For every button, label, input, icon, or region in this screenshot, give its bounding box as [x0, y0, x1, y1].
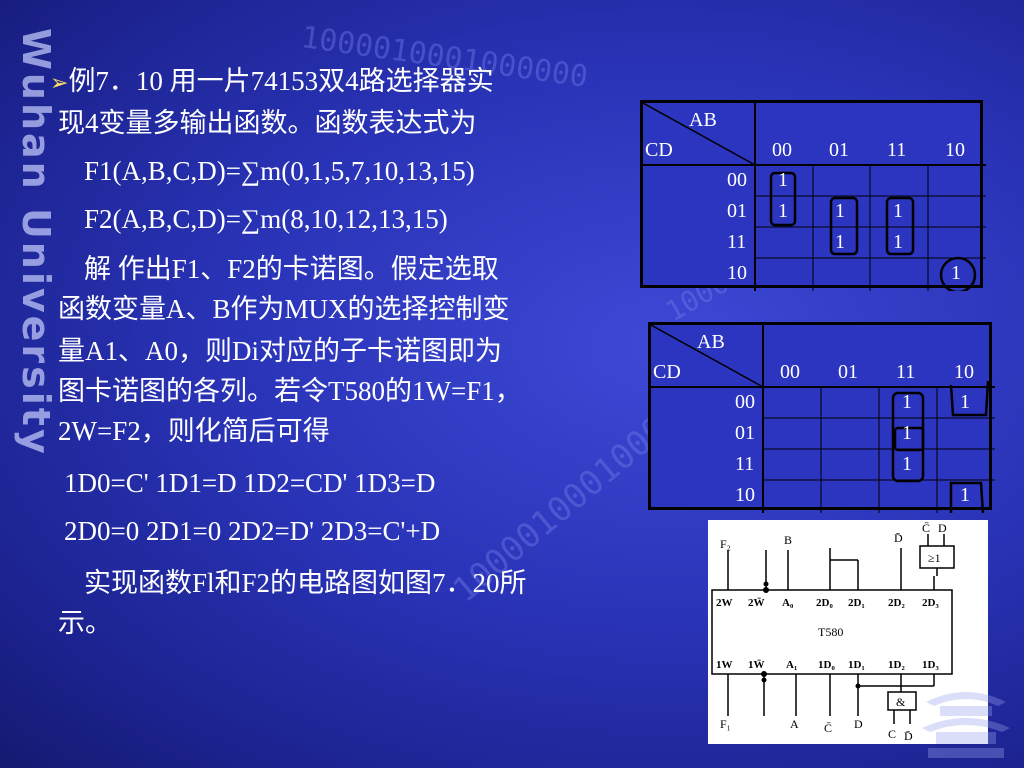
group-loop	[829, 196, 859, 256]
final-line-1: 实现函数Fl和F2的电路图如图7．20所	[84, 568, 527, 598]
equations-1: 1D0=C' 1D1=D 1D2=CD' 1D3=D	[64, 468, 436, 498]
kmap-col-header: 01	[838, 361, 858, 383]
and-gate-symbol: &	[896, 695, 906, 709]
pin-1w-bar: 1W̄	[748, 659, 765, 671]
solution-line-4: 图卡诺图的各列。若令T580的1W=F1，	[58, 376, 522, 406]
kmap-col-header: 01	[829, 139, 849, 161]
kmap-col-header: 11	[896, 361, 916, 383]
and-gate	[887, 691, 917, 711]
kmap-row-header: 10	[727, 262, 747, 284]
solution-line-2: 函数变量A、B作为MUX的选择控制变	[58, 294, 510, 324]
kmap-cell-value: 1	[778, 169, 788, 191]
label-d-top: D	[938, 521, 947, 535]
label-c-bar-top: C̄	[922, 521, 930, 535]
kmap-f1-row-var: AB	[689, 109, 717, 131]
kmap-cell-value: 1	[960, 391, 970, 413]
pin-2w-bar: 2W̄	[748, 597, 765, 609]
kmap-cell-value: 1	[902, 453, 912, 475]
text-line-2: 现4变量多输出函数。函数表达式为	[58, 108, 477, 138]
kmap-cell-value: 1	[960, 484, 970, 506]
kmap-col-header: 11	[887, 139, 907, 161]
pagoda-decoration-icon	[922, 692, 1010, 758]
label-d-bar-top: D̄	[894, 531, 903, 545]
pin-2w: 2W	[716, 597, 733, 609]
pin-2d3: 2D₃	[922, 597, 939, 609]
kmap-row-header: 10	[735, 484, 755, 506]
kmap-cell-value: 1	[951, 262, 961, 284]
kmap-cell-value: 1	[835, 231, 845, 253]
t580-chip	[711, 589, 953, 675]
solution-line-5: 2W=F2，则化简后可得	[58, 416, 330, 446]
kmap-row-header: 11	[735, 453, 755, 475]
pin-a1: A₁	[786, 659, 797, 671]
label-d-bar-bot: D̄	[904, 729, 913, 743]
pin-1d3: 1D₃	[922, 659, 939, 671]
pin-1d0: 1D₀	[818, 659, 835, 671]
pin-2d1: 2D₁	[848, 597, 865, 609]
kmap-cell-value: 1	[835, 200, 845, 222]
kmap-row-header: 01	[735, 422, 755, 444]
label-c-bot: C	[888, 727, 896, 741]
kmap-col-header: 10	[945, 139, 965, 161]
function-f2: F2(A,B,C,D)=∑m(8,10,12,13,15)	[84, 204, 448, 234]
solution-line-3: 量A1、A0，则Di对应的子卡诺图即为	[58, 336, 502, 366]
group-loop	[949, 481, 985, 513]
kmap-cell-value: 1	[778, 200, 788, 222]
kmap-f1-col-var: CD	[645, 139, 673, 161]
label-f2: F₂	[720, 537, 731, 551]
function-f1: F1(A,B,C,D)=∑m(0,1,5,7,10,13,15)	[84, 156, 475, 186]
university-side-title: Wuhan University	[14, 28, 58, 457]
kmap-row-header: 00	[727, 169, 747, 191]
group-loop	[885, 196, 915, 256]
kmap-row-header: 11	[727, 231, 747, 253]
pin-1d2: 1D₂	[888, 659, 905, 671]
pin-2d0: 2D₀	[816, 597, 833, 609]
group-loop	[893, 426, 925, 452]
group-loop	[769, 171, 797, 227]
kmap-col-header: 00	[780, 361, 800, 383]
circuit-diagram: T580 2W 2W̄ A₀ 2D₀ 2D₁ 2D₂ 2D₃ 1W 1W̄ A₁…	[708, 520, 988, 744]
group-loop	[939, 256, 977, 291]
kmap-f2-grid	[651, 325, 995, 513]
kmap-cell-value: 1	[893, 231, 903, 253]
kmap-cell-value: 1	[902, 422, 912, 444]
label-b: B	[784, 533, 792, 547]
kmap-col-header: 10	[954, 361, 974, 383]
bullet-icon: ➢	[50, 70, 69, 95]
kmap-f1-grid	[643, 103, 986, 291]
pin-2d2: 2D₂	[888, 597, 905, 609]
equations-2: 2D0=0 2D1=0 2D2=D' 2D3=C'+D	[64, 516, 441, 546]
group-loop	[949, 380, 990, 417]
pin-1w: 1W	[716, 659, 733, 671]
kmap-cell-value: 1	[893, 200, 903, 222]
kmap-cell-value: 1	[902, 391, 912, 413]
kmap-f2-col-var: CD	[653, 361, 681, 383]
solution-line-1: 解 作出F1、F2的卡诺图。假定选取	[84, 254, 499, 284]
pin-1d1: 1D₁	[848, 659, 865, 671]
text-line-1: ➢例7．10 用一片74153双4路选择器实	[50, 66, 494, 96]
kmap-row-header: 00	[735, 391, 755, 413]
kmap-col-header: 00	[772, 139, 792, 161]
kmap-row-header: 01	[727, 200, 747, 222]
label-f1: F₁	[720, 717, 731, 731]
label-c-bar-bot: C̄	[824, 721, 832, 735]
label-a: A	[790, 717, 799, 731]
or-gate-symbol: ≥1	[928, 551, 941, 565]
label-d-bot: D	[854, 717, 863, 731]
circuit-drawing: T580 2W 2W̄ A₀ 2D₀ 2D₁ 2D₂ 2D₃ 1W 1W̄ A₁…	[711, 521, 955, 743]
pin-a0: A₀	[782, 597, 794, 609]
final-line-2: 示。	[58, 608, 112, 638]
kmap-f2-row-var: AB	[697, 331, 725, 353]
chip-label: T580	[818, 625, 843, 639]
